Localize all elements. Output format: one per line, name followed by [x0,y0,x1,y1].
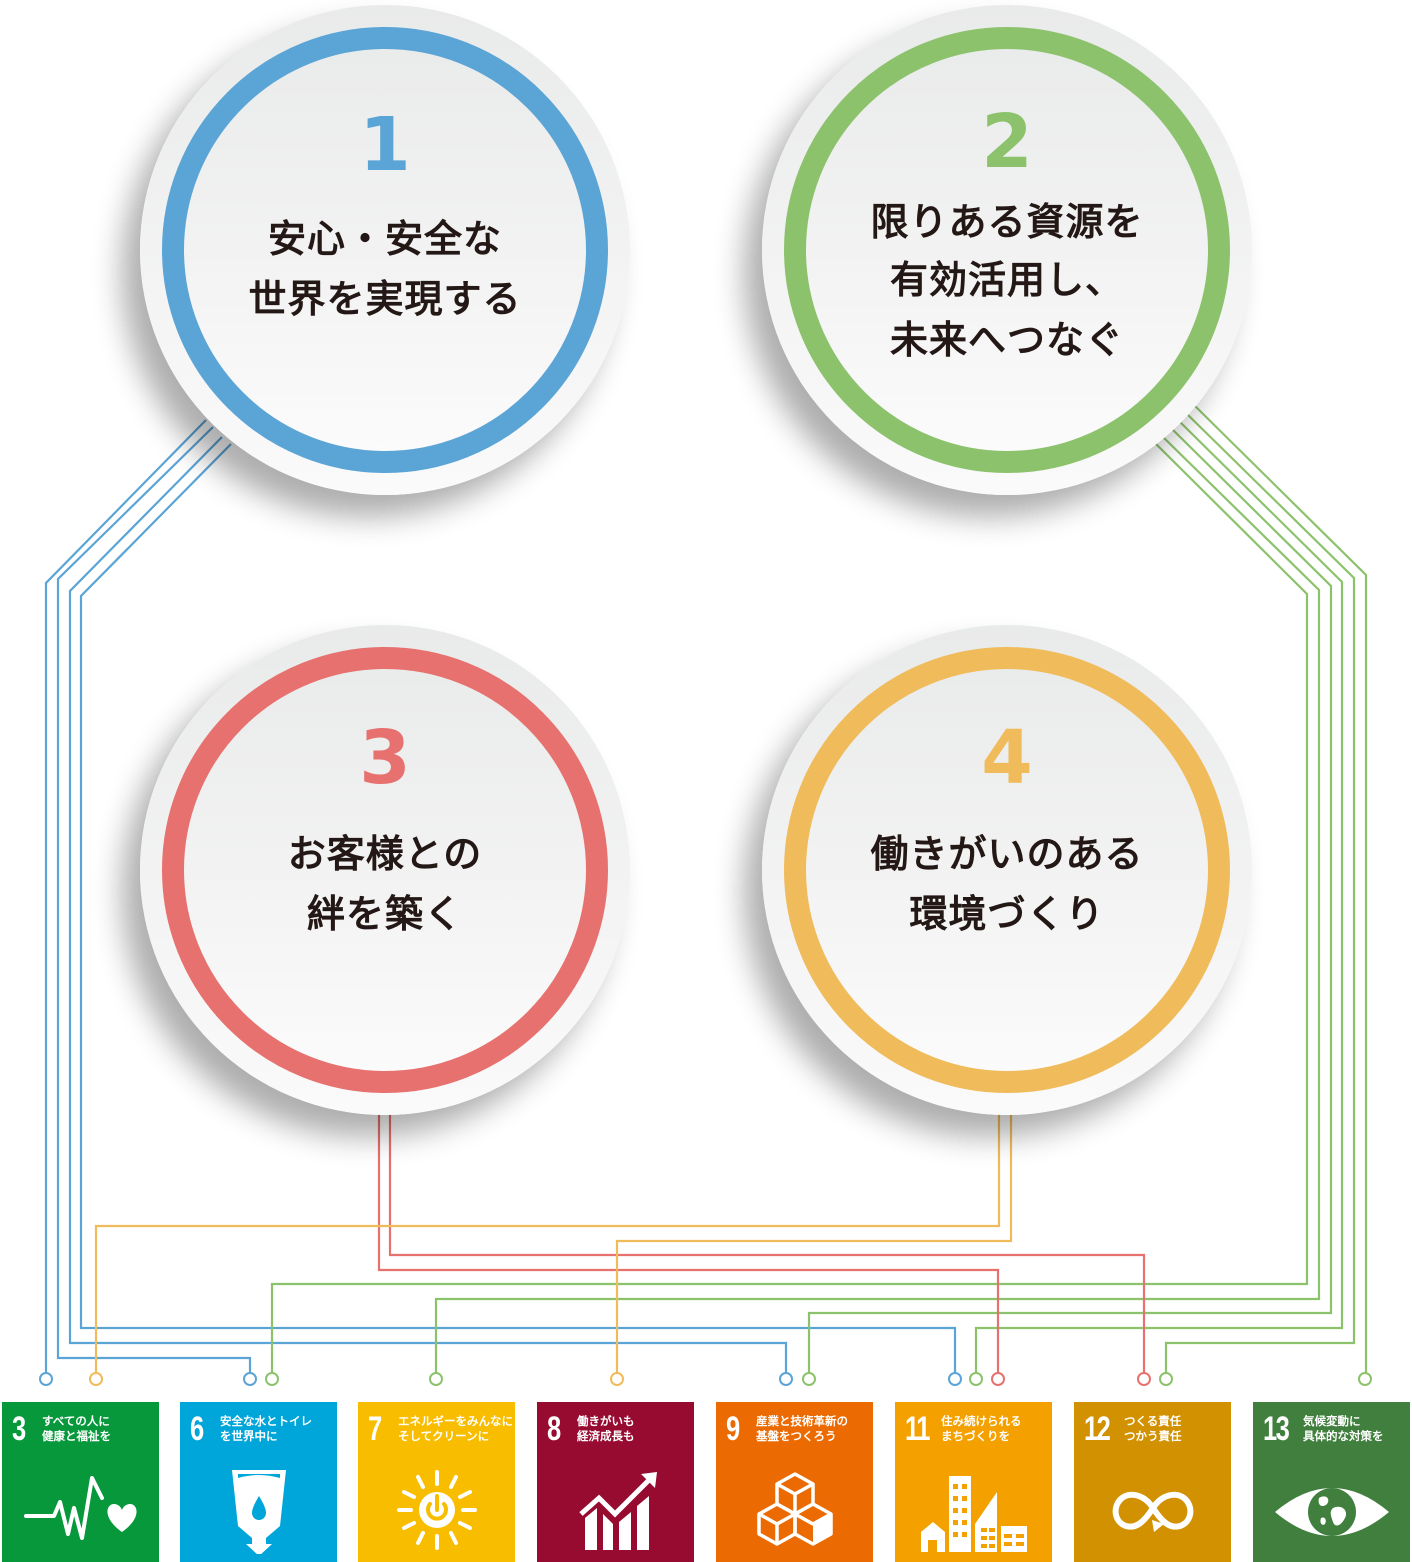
endpoint-node [243,1372,257,1386]
cubes-icon [757,1472,833,1546]
circle-title-line: 限りある資源を [870,200,1144,244]
endpoint-node [610,1372,624,1386]
sdg-tile-7: 7 エネルギーをみんなに そしてクリーンに [358,1402,515,1562]
sdg-number: 7 [368,1410,382,1448]
water-glass-icon [232,1470,286,1554]
endpoint-node [991,1372,1005,1386]
endpoint-node [1137,1372,1151,1386]
circle-number: 3 [359,715,411,801]
sdg-tile-6: 6 安全な水とトイレ を世界中に [180,1402,337,1562]
sun-power-icon [397,1470,477,1550]
sdg-tile-13: 13 気候変動に 具体的な対策を [1253,1402,1410,1562]
circle-2-connectors [270,405,1368,1373]
circle-title-line: 絆を築く [306,892,463,936]
sdg-number: 6 [190,1410,204,1448]
sdg-label: エネルギーをみんなに そしてクリーンに [398,1414,513,1443]
city-buildings-icon [921,1476,1027,1552]
endpoint-node [429,1372,443,1386]
endpoint-node [39,1372,53,1386]
endpoint-node [265,1372,279,1386]
sdg-number: 12 [1084,1410,1111,1448]
sdg-tile-11: 11 住み続けられる まちづくりを [895,1402,1052,1562]
circle-number: 1 [359,102,411,188]
circle-title-line: 安心・安全な [267,217,502,261]
principle-circle-1: 1 安心・安全な 世界を実現する [140,5,630,495]
growth-chart-icon [579,1472,657,1550]
circle-title-line: 環境づくり [909,892,1105,936]
endpoint-node [802,1372,816,1386]
principle-circle-4: 4 働きがいのある 環境づくり [762,625,1252,1115]
sdg-label: 産業と技術革新の 基盤をつくろう [756,1414,848,1443]
earth-eye-icon [1275,1488,1389,1536]
sdg-tile-9: 9 産業と技術革新の 基盤をつくろう [716,1402,873,1562]
principle-circle-2: 2 限りある資源を 有効活用し、 未来へつなぐ [762,5,1252,495]
circle-title-line: 有効活用し、 [889,258,1124,302]
circle-title-line: 世界を実現する [248,277,522,321]
circle-number: 4 [981,715,1033,801]
sdg-tile-12: 12 つくる責任 つかう責任 [1074,1402,1231,1562]
circle-1-connectors [44,419,957,1373]
sdg-number: 13 [1263,1410,1290,1448]
circle-title-line: お客様との [287,832,483,876]
circle-title-line: 働きがいのある [870,832,1144,876]
circle-title-line: 未来へつなぐ [889,318,1124,362]
sdg-tile-3: 3 すべての人に 健康と福祉を [2,1402,159,1562]
sdg-label: 住み続けられる まちづくりを [941,1414,1022,1443]
sdg-number: 3 [12,1410,26,1448]
endpoint-node [89,1372,103,1386]
endpoint-node [1358,1372,1372,1386]
sdg-label: 安全な水とトイレ を世界中に [220,1414,312,1443]
infinity-icon [1112,1491,1194,1532]
sdg-number: 9 [726,1410,740,1448]
endpoint-node [779,1372,793,1386]
circle-number: 2 [981,99,1033,185]
endpoint-node [948,1372,962,1386]
sdg-number: 8 [547,1410,561,1448]
endpoint-node [1159,1372,1173,1386]
endpoint-node [969,1372,983,1386]
principle-circle-3: 3 お客様との 絆を築く [140,625,630,1115]
circle-4-connectors [94,1105,1013,1373]
sdg-label: つくる責任 つかう責任 [1124,1414,1182,1443]
sdg-number: 11 [905,1410,930,1448]
heartbeat-icon [24,1476,137,1540]
sdg-tile-8: 8 働きがいも 経済成長も [537,1402,694,1562]
sdg-label: 気候変動に 具体的な対策を [1303,1414,1384,1443]
sdg-label: 働きがいも 経済成長も [577,1414,635,1443]
sdg-label: すべての人に 健康と福祉を [42,1414,111,1443]
circle-3-connectors [377,1105,1146,1373]
